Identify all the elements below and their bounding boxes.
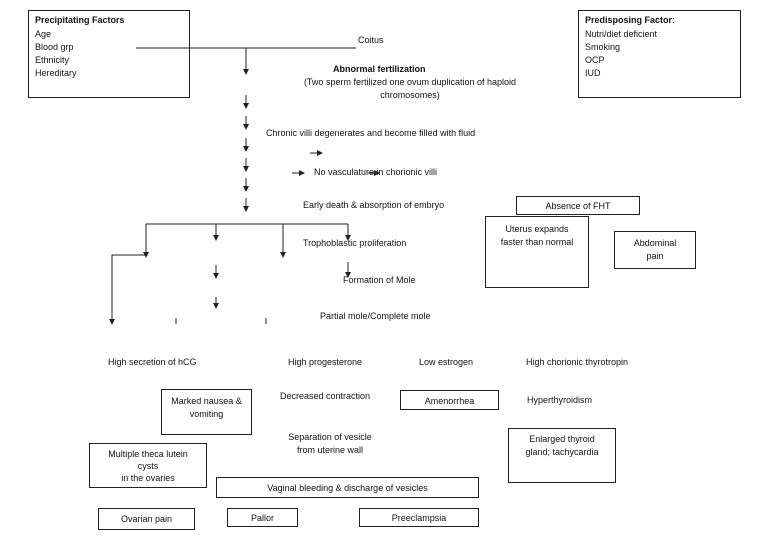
nausea-vomiting-line1: Marked nausea & [171,396,242,406]
pallor-box: Pallor [227,508,298,527]
abnormal-fertilization-title: Abnormal fertilization [333,64,426,74]
amenorrhea-label: Amenorrhea [424,396,475,406]
abnormal-fertilization-line1: (Two sperm fertilized one ovum duplicati… [303,77,517,87]
no-vasculature-text: No vasculature in chorionic villi [314,167,438,177]
predisposing-item-iud: IUD [585,68,601,78]
predisposing-factors-box: Predisposing Factor: Nutri/diet deficien… [578,10,741,98]
predisposing-list: Nutri/diet deficient Smoking OCP IUD [585,28,657,80]
uterus-expands-box: Uterus expands faster than normal [485,216,589,288]
precipitating-item-hereditary: Hereditary [35,68,77,78]
preeclampsia-box: Preeclampsia [359,508,479,527]
absence-fht-box: Absence of FHT [516,196,640,215]
vaginal-bleeding-box: Vaginal bleeding & discharge of vesicles [216,477,479,498]
theca-lutein-box: Multiple theca lutein cysts in the ovari… [89,443,207,488]
precipitating-list: Age Blood grp Ethnicity Hereditary [35,28,77,80]
left-l-connector [109,254,146,325]
nausea-vomiting-line2: vomiting [189,409,224,419]
separation-vesicle-line1: Separation of vesicle [288,432,372,442]
predisposing-item-ocp: OCP [585,55,605,65]
vaginal-bleeding-label: Vaginal bleeding & discharge of vesicles [267,483,428,493]
precipitating-title: Precipitating Factors [35,15,125,25]
ovarian-pain-box: Ovarian pain [98,508,195,530]
predisposing-title: Predisposing Factor: [585,15,676,25]
abdominal-pain-line1: Abdominal [633,238,677,248]
uterus-expands-line2: faster than normal [500,237,574,247]
abnormal-fertilization-line2: chromosomes) [380,90,440,100]
pallor-label: Pallor [250,513,274,523]
high-progesterone-text: High progesterone [288,357,363,367]
high-hcg-text: High secretion of hCG [108,357,197,367]
high-thyrotropin-text: High chorionic thyrotropin [526,357,629,367]
predisposing-item-nutri: Nutri/diet deficient [585,29,658,39]
precipitating-item-ethnicity: Ethnicity [35,55,70,65]
precipitating-item-age: Age [35,29,52,39]
absence-fht-label: Absence of FHT [545,201,611,211]
separation-vesicle-line2: from uterine wall [296,445,364,455]
abdominal-pain-box: Abdominal pain [614,231,696,269]
theca-lutein-line1: Multiple theca lutein [108,449,188,459]
chronic-villi-text: Chronic villi degenerates and become fil… [266,128,476,138]
theca-lutein-line2: cysts [137,461,159,471]
amenorrhea-box: Amenorrhea [400,390,499,410]
abdominal-pain-line2: pain [646,251,664,261]
hyperthyroidism-text: Hyperthyroidism [527,395,593,405]
partial-complete-mole-text: Partial mole/Complete mole [320,311,431,321]
enlarged-thyroid-line1: Enlarged thyroid [529,434,595,444]
trophoblastic-text: Trophoblastic proliferation [303,238,407,248]
theca-lutein-line3: in the ovaries [121,473,175,483]
low-estrogen-text: Low estrogen [419,357,474,367]
decreased-contraction-text: Decreased contraction [280,391,371,401]
uterus-expands-line1: Uterus expands [505,224,569,234]
predisposing-item-smoking: Smoking [585,42,621,52]
nausea-vomiting-box: Marked nausea & vomiting [161,389,252,435]
enlarged-thyroid-box: Enlarged thyroid gland; tachycardia [508,428,616,483]
preeclampsia-label: Preeclampsia [391,513,447,523]
precipitating-item-blood-grp: Blood grp [35,42,74,52]
precipitating-factors-box: Precipitating Factors Age Blood grp Ethn… [28,10,190,98]
formation-of-mole-text: Formation of Mole [343,275,416,285]
early-death-text: Early death & absorption of embryo [303,200,445,210]
enlarged-thyroid-line2: gland; tachycardia [525,447,599,457]
ovarian-pain-label: Ovarian pain [120,514,173,524]
coitus-label: Coitus [358,35,384,45]
